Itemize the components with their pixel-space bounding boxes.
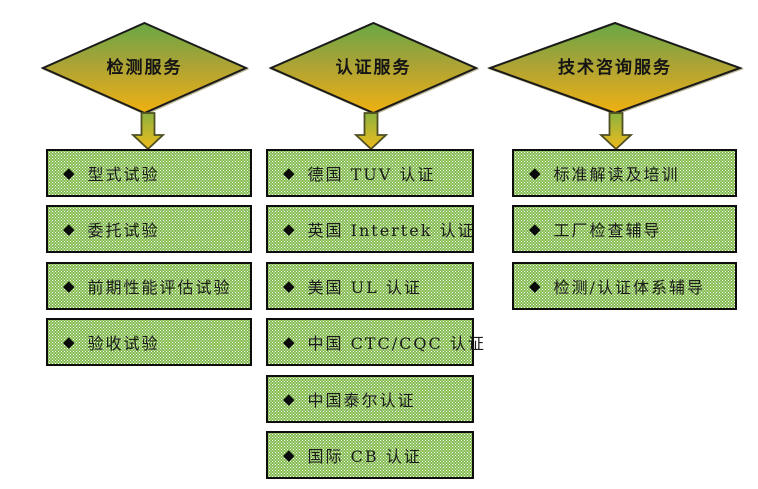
bullet-diamond-icon: ◆ [283, 277, 295, 295]
list-item-label: 前期性能评估试验 [87, 278, 232, 297]
list-item: ◆ 德国 TUV 认证 [266, 149, 474, 197]
diamond-label-certification: 认证服务 [335, 58, 412, 78]
bullet-diamond-icon: ◆ [529, 277, 541, 295]
list-item: ◆ 中国泰尔认证 [266, 375, 474, 423]
list-item-label: 检测/认证体系辅导 [553, 278, 705, 297]
list-item: ◆ 工厂检查辅导 [512, 205, 737, 253]
bullet-diamond-icon: ◆ [63, 333, 75, 351]
bullet-diamond-icon: ◆ [283, 446, 295, 464]
list-item: ◆ 英国 Intertek 认证 [266, 205, 474, 253]
bullet-diamond-icon: ◆ [63, 220, 75, 238]
list-item-label: 国际 CB 认证 [307, 447, 422, 466]
diamond-label-testing: 检测服务 [106, 58, 183, 78]
list-item: ◆ 标准解读及培训 [512, 149, 737, 197]
list-item-label: 验收试验 [87, 334, 160, 353]
bullet-diamond-icon: ◆ [529, 220, 541, 238]
list-item-label: 工厂检查辅导 [553, 221, 662, 240]
bullet-diamond-icon: ◆ [63, 164, 75, 182]
list-item: ◆ 型式试验 [46, 149, 252, 197]
bullet-diamond-icon: ◆ [283, 164, 295, 182]
list-item-label: 德国 TUV 认证 [307, 165, 436, 184]
list-item: ◆ 前期性能评估试验 [46, 262, 252, 310]
list-item-label: 委托试验 [87, 221, 160, 240]
list-item-label: 型式试验 [87, 165, 160, 184]
down-arrow-icon [598, 112, 634, 151]
list-item: ◆ 验收试验 [46, 318, 252, 366]
bullet-diamond-icon: ◆ [283, 333, 295, 351]
list-item-label: 标准解读及培训 [553, 165, 680, 184]
list-item: ◆ 中国 CTC/CQC 认证 [266, 318, 484, 366]
list-item-label: 中国 CTC/CQC 认证 [307, 334, 486, 353]
down-arrow-icon [353, 112, 389, 151]
bullet-diamond-icon: ◆ [63, 277, 75, 295]
bullet-diamond-icon: ◆ [529, 164, 541, 182]
list-item: ◆ 检测/认证体系辅导 [512, 262, 737, 310]
list-item-label: 英国 Intertek 认证 [307, 221, 476, 240]
list-item-label: 美国 UL 认证 [307, 278, 422, 297]
bullet-diamond-icon: ◆ [283, 390, 295, 408]
diamond-label-consulting: 技术咨询服务 [558, 58, 672, 78]
list-item: ◆ 委托试验 [46, 205, 252, 253]
list-item: ◆ 美国 UL 认证 [266, 262, 474, 310]
list-item-label: 中国泰尔认证 [307, 391, 416, 410]
list-item: ◆ 国际 CB 认证 [266, 431, 474, 479]
down-arrow-icon [130, 112, 166, 151]
bullet-diamond-icon: ◆ [283, 220, 295, 238]
